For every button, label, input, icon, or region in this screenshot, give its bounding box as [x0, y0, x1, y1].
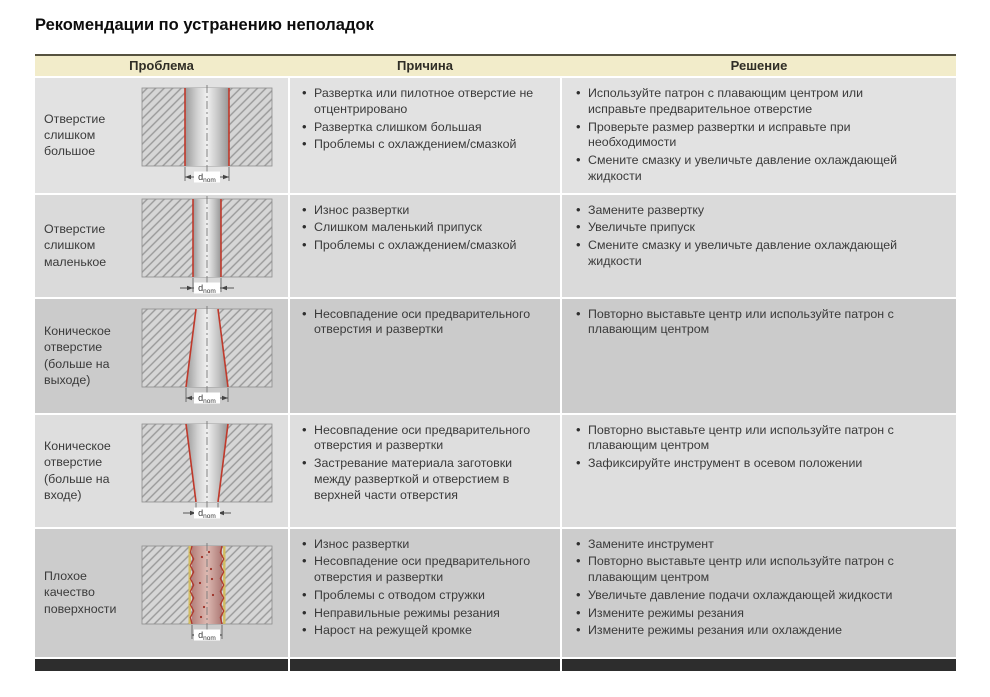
column-header-solution: Решение	[562, 56, 956, 76]
problem-cell: Плохое качество поверхности dnom	[35, 528, 288, 657]
cause-item: Застревание материала заготовки между ра…	[302, 455, 540, 503]
solution-list: Повторно выставьте центр или используйте…	[562, 299, 956, 347]
solution-item: Повторно выставьте центр или используйте…	[576, 553, 912, 586]
cause-cell: Износ разверткиНесовпадение оси предвари…	[290, 528, 560, 657]
solution-list: Замените инструментПовторно выставьте це…	[562, 529, 956, 648]
cause-cell: Износ разверткиСлишком маленький припуск…	[290, 194, 560, 297]
solution-cell: Используйте патрон с плавающим центром и…	[562, 78, 956, 193]
solution-item: Измените режимы резания или охлаждение	[576, 622, 912, 639]
cause-cell: Развертка или пилотное отверстие не отце…	[290, 78, 560, 193]
svg-text:dnom: dnom	[198, 630, 216, 642]
bottom-bar-segment	[290, 658, 560, 671]
svg-text:dnom: dnom	[198, 393, 216, 405]
solution-item: Повторно выставьте центр или используйте…	[576, 306, 912, 339]
problem-label: Отверстие слишком большое	[44, 112, 106, 159]
cause-item: Проблемы с охлаждением/смазкой	[302, 237, 540, 254]
solution-cell: Повторно выставьте центр или используйте…	[562, 298, 956, 413]
solution-cell: Замените инструментПовторно выставьте це…	[562, 528, 956, 657]
diagram-wrap: dnom	[132, 85, 282, 185]
solution-item: Используйте патрон с плавающим центром и…	[576, 85, 912, 118]
solution-item: Увеличьте давление подачи охлаждающей жи…	[576, 587, 912, 604]
solution-list: Повторно выставьте центр или используйте…	[562, 415, 956, 480]
cause-item: Износ развертки	[302, 536, 540, 553]
problem-label: Коническое отверстие (больше на входе)	[44, 439, 111, 502]
diagram-wrap: dnom	[132, 305, 282, 406]
cause-item: Проблемы с отводом стружки	[302, 587, 540, 604]
solution-item: Измените режимы резания	[576, 605, 912, 622]
svg-text:dnom: dnom	[198, 172, 216, 184]
taper-entry-diagram: dnom	[141, 420, 273, 520]
cause-list: Износ разверткиНесовпадение оси предвари…	[290, 529, 560, 648]
solution-item: Проверьте размер развертки и исправьте п…	[576, 119, 912, 152]
solution-cell: Повторно выставьте центр или используйте…	[562, 414, 956, 527]
cause-list: Развертка или пилотное отверстие не отце…	[290, 78, 560, 161]
table-body: Отверстие слишком большое dnom Развертка и…	[35, 78, 956, 657]
hole-too-large-diagram: dnom	[141, 85, 273, 184]
diagram-wrap: dnom	[132, 542, 282, 643]
solution-item: Увеличьте припуск	[576, 219, 912, 236]
cause-item: Несовпадение оси предварительного отверс…	[302, 553, 540, 586]
rough-surface-diagram: dnom	[141, 542, 273, 642]
diagram-wrap: dnom	[132, 195, 282, 296]
solution-item: Замените инструмент	[576, 536, 912, 553]
problem-cell: Коническое отверстие (больше на входе) dn…	[35, 414, 288, 527]
problem-cell: Отверстие слишком большое dnom	[35, 78, 288, 193]
cause-list: Несовпадение оси предварительного отверс…	[290, 415, 560, 512]
solution-list: Замените разверткуУвеличьте припускСмени…	[562, 195, 956, 278]
cause-item: Развертка слишком большая	[302, 119, 540, 136]
column-header-problem: Проблема	[35, 56, 288, 76]
solution-item: Повторно выставьте центр или используйте…	[576, 422, 912, 455]
page-title: Рекомендации по устранению неполадок	[35, 16, 374, 34]
diagram-wrap: dnom	[132, 420, 282, 521]
cause-item: Несовпадение оси предварительного отверс…	[302, 306, 540, 339]
cause-cell: Несовпадение оси предварительного отверс…	[290, 298, 560, 413]
taper-exit-diagram: dnom	[141, 305, 273, 405]
table-row: Отверстие слишком маленькое dnom Износ раз…	[35, 194, 956, 297]
cause-cell: Несовпадение оси предварительного отверс…	[290, 414, 560, 527]
table-row: Коническое отверстие (больше на выходе) d…	[35, 298, 956, 413]
problem-label: Коническое отверстие (больше на выходе)	[44, 324, 111, 387]
solution-cell: Замените разверткуУвеличьте припускСмени…	[562, 194, 956, 297]
bottom-bar-segment	[562, 658, 956, 671]
table-bottom-bar	[35, 658, 956, 671]
table-row: Отверстие слишком большое dnom Развертка и…	[35, 78, 956, 193]
bottom-bar-segment	[35, 658, 288, 671]
table-row: Плохое качество поверхности dnom Износ раз…	[35, 528, 956, 657]
cause-item: Развертка или пилотное отверстие не отце…	[302, 85, 540, 118]
problem-label: Отверстие слишком маленькое	[44, 222, 107, 269]
svg-text:dnom: dnom	[198, 283, 216, 295]
cause-item: Износ развертки	[302, 202, 540, 219]
svg-text:dnom: dnom	[198, 508, 216, 520]
table-header-row: Проблема Причина Решение	[35, 54, 956, 76]
table-row: Коническое отверстие (больше на входе) dn…	[35, 414, 956, 527]
problem-cell: Отверстие слишком маленькое dnom	[35, 194, 288, 297]
cause-item: Неправильные режимы резания	[302, 605, 540, 622]
solution-item: Смените смазку и увеличьте давление охла…	[576, 237, 912, 270]
solution-item: Зафиксируйте инструмент в осевом положен…	[576, 455, 912, 472]
problem-label: Плохое качество поверхности	[44, 569, 117, 616]
solution-list: Используйте патрон с плавающим центром и…	[562, 78, 956, 193]
page: Рекомендации по устранению неполадок Про…	[0, 0, 990, 671]
cause-item: Нарост на режущей кромке	[302, 622, 540, 639]
troubleshooting-table: Проблема Причина Решение Отверстие слишк…	[35, 54, 956, 671]
solution-item: Замените развертку	[576, 202, 912, 219]
column-header-cause: Причина	[290, 56, 560, 76]
cause-item: Несовпадение оси предварительного отверс…	[302, 422, 540, 455]
cause-item: Проблемы с охлаждением/смазкой	[302, 136, 540, 153]
solution-item: Смените смазку и увеличьте давление охла…	[576, 152, 912, 185]
hole-too-small-diagram: dnom	[141, 195, 273, 295]
cause-item: Слишком маленький припуск	[302, 219, 540, 236]
problem-cell: Коническое отверстие (больше на выходе) d…	[35, 298, 288, 413]
cause-list: Износ разверткиСлишком маленький припуск…	[290, 195, 560, 262]
cause-list: Несовпадение оси предварительного отверс…	[290, 299, 560, 347]
